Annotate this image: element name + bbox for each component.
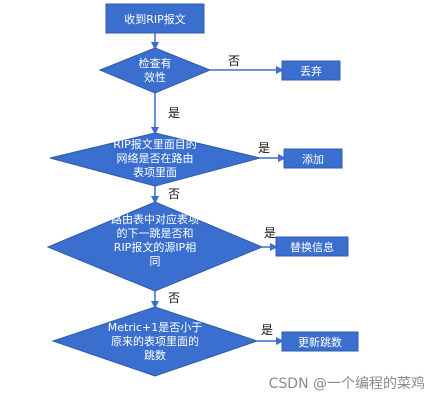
edge-label-route-yes: 是 xyxy=(258,141,270,155)
check-metric-line-3: 跳数 xyxy=(144,348,166,362)
check-nexthop-line-2: 的下一跳是否和 xyxy=(117,226,194,240)
discard-node-label: 丢弃 xyxy=(300,64,322,78)
check-route-line-3: 表项里面 xyxy=(133,165,177,179)
check-nexthop-line-4: 同 xyxy=(150,255,161,268)
check-route-line-1: RIP报文里面目的 xyxy=(113,137,197,151)
edge-label-route-no: 否 xyxy=(168,187,180,201)
replace-node: 替换信息 xyxy=(275,236,349,257)
edge-label-valid-no: 否 xyxy=(228,54,240,68)
edge-label-metric-yes: 是 xyxy=(261,323,273,337)
check-metric-line-2: 原来的表项里面的 xyxy=(111,334,199,348)
update-node: 更新跳数 xyxy=(281,331,359,352)
update-node-label: 更新跳数 xyxy=(298,335,342,349)
check-route-line-2: 网络是否在路由 xyxy=(117,151,194,165)
start-node: 收到RIP报文 xyxy=(105,3,205,34)
add-node: 添加 xyxy=(283,148,343,169)
edge-label-nexthop-yes: 是 xyxy=(264,226,276,240)
connectors xyxy=(151,33,286,345)
check-nexthop-line-1: 路由表中对应表项 xyxy=(111,212,199,226)
add-node-label: 添加 xyxy=(302,152,324,166)
start-node-label: 收到RIP报文 xyxy=(124,12,186,26)
decision-check-nexthop: 路由表中对应表项 的下一跳是否和 RIP报文的源IP相 同 xyxy=(46,201,264,292)
watermark: CSDN @一个编程的菜鸡 xyxy=(269,375,425,392)
edge-label-valid-yes: 是 xyxy=(168,106,180,120)
replace-node-label: 替换信息 xyxy=(290,240,334,254)
check-nexthop-line-3: RIP报文的源IP相 xyxy=(114,240,196,254)
check-validity-line-1: 检查有 xyxy=(139,56,172,70)
check-validity-line-2: 效性 xyxy=(144,70,166,84)
decision-check-metric: Metric+1是否小于 原来的表项里面的 跳数 xyxy=(51,306,259,377)
discard-node: 丢弃 xyxy=(281,60,341,81)
decision-check-validity: 检查有 效性 xyxy=(98,47,212,94)
decision-check-route: RIP报文里面目的 网络是否在路由 表项里面 xyxy=(49,132,261,187)
edge-label-nexthop-no: 否 xyxy=(168,291,180,305)
check-metric-line-1: Metric+1是否小于 xyxy=(108,321,202,334)
